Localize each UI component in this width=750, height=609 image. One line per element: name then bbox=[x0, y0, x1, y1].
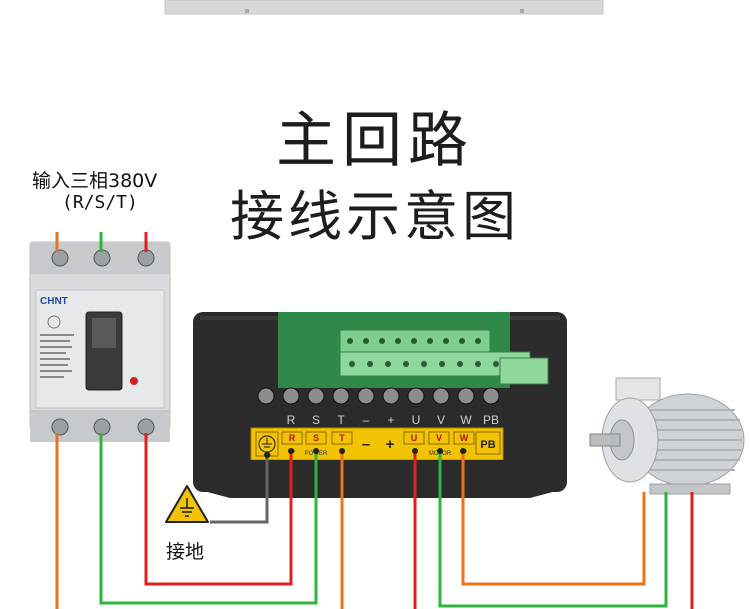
top-panel-fragment bbox=[164, 0, 604, 15]
terminal-label-t: T bbox=[337, 413, 345, 427]
ground-warning-icon bbox=[165, 485, 209, 523]
electric-motor bbox=[589, 377, 745, 495]
strip-label-w: W bbox=[460, 433, 469, 443]
strip-label-s: S bbox=[313, 433, 319, 443]
breaker-brand: CHNT bbox=[40, 296, 68, 307]
circuit-breaker: CHNT bbox=[29, 241, 171, 442]
terminal-label-v: V bbox=[437, 413, 445, 427]
vfd-drive: R S T – + U V W PB bbox=[193, 312, 567, 498]
wire-red-t bbox=[144, 433, 293, 586]
power-terminal-screws bbox=[257, 387, 500, 405]
ground-label: 接地 bbox=[166, 541, 205, 563]
terminal-label-w: W bbox=[460, 413, 472, 427]
strip-label-t: T bbox=[339, 433, 345, 443]
wire-w bbox=[461, 451, 646, 586]
strip-label-u: U bbox=[411, 433, 418, 443]
wires bbox=[55, 232, 694, 609]
terminal-label-r: R bbox=[287, 413, 296, 427]
input-phases-label: (R/S/T) bbox=[62, 192, 138, 213]
wire-ground bbox=[210, 455, 269, 524]
input-voltage-label: 输入三相380V bbox=[32, 170, 158, 192]
terminal-label-plus: + bbox=[387, 413, 394, 427]
terminal-label-u: U bbox=[412, 413, 421, 427]
terminal-label-pb: PB bbox=[483, 413, 499, 427]
strip-label-minus: – bbox=[362, 436, 370, 453]
wire-v bbox=[438, 451, 668, 608]
strip-label-pb: PB bbox=[480, 439, 495, 451]
strip-label-plus: + bbox=[386, 436, 395, 453]
terminal-label-s: S bbox=[312, 413, 320, 427]
title-line-2: 接线示意图 bbox=[230, 185, 520, 248]
wire-green-s bbox=[99, 433, 318, 605]
strip-label-r: R bbox=[289, 433, 296, 443]
title-line-1: 主回路 bbox=[276, 106, 474, 176]
terminal-label-minus: – bbox=[363, 413, 370, 427]
strip-label-v: V bbox=[436, 433, 442, 443]
